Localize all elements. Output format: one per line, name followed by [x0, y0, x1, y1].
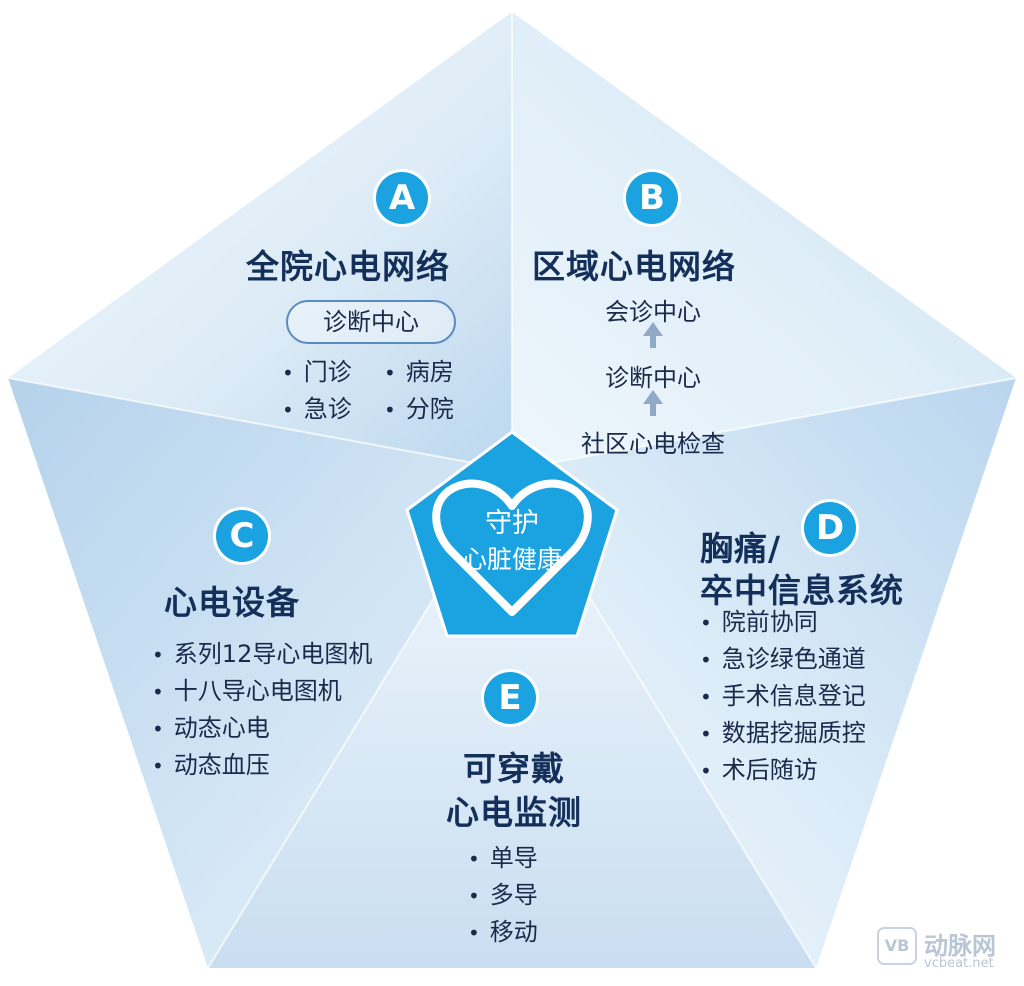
- list-item: 十八导心电图机: [152, 673, 372, 710]
- badge-c: C: [216, 510, 268, 562]
- vb-logo-icon: [877, 927, 917, 965]
- flow-step-1: 会诊中心: [605, 298, 701, 326]
- section-d-title-line-1: 胸痛/: [700, 529, 782, 568]
- list-item: 病房: [384, 354, 454, 391]
- section-d-list: 院前协同 急诊绿色通道 手术信息登记 数据挖掘质控 术后随访: [700, 604, 866, 789]
- watermark-logo: VB: [876, 926, 918, 966]
- flow-step-3: 社区心电检查: [581, 430, 725, 458]
- section-c-title: 心电设备: [164, 583, 300, 622]
- list-item: 急诊: [282, 391, 352, 428]
- section-b-title: 区域心电网络: [532, 247, 736, 286]
- heart-icon: [432, 479, 592, 616]
- list-item: 移动: [468, 914, 538, 951]
- up-arrow-icon: [643, 322, 663, 348]
- up-arrow-icon: [643, 390, 663, 416]
- list-item: 系列12导心电图机: [152, 636, 373, 673]
- list-item: 多导: [468, 877, 538, 914]
- list-item: 院前协同: [700, 604, 866, 641]
- section-a-pill: 诊断中心: [286, 300, 456, 344]
- watermark-site: vcbeat.net: [924, 956, 994, 971]
- list-item: 门诊: [282, 354, 352, 391]
- flow-step-2: 诊断中心: [605, 364, 701, 392]
- badge-e: E: [484, 672, 536, 724]
- list-item: 动态心电: [152, 710, 372, 747]
- badge-d: D: [804, 502, 856, 554]
- center-line-2: 心脏健康: [461, 545, 562, 574]
- badge-b: B: [626, 172, 678, 224]
- watermark-logo-text: VB: [884, 936, 910, 955]
- list-item: 手术信息登记: [700, 678, 866, 715]
- center-line-1: 守护: [485, 508, 539, 539]
- section-e-title-line-2: 心电监测: [446, 793, 582, 832]
- section-a-list-left: 门诊 急诊: [282, 354, 352, 428]
- center-label: 守护 心脏健康: [452, 506, 572, 578]
- section-a-title: 全院心电网络: [246, 247, 450, 286]
- list-item: 急诊绿色通道: [700, 641, 866, 678]
- section-a-list-right: 病房 分院: [384, 354, 454, 428]
- watermark-brand: 动脉网: [924, 932, 996, 960]
- list-item: 术后随访: [700, 752, 866, 789]
- badge-a: A: [376, 172, 428, 224]
- list-item: 分院: [384, 391, 454, 428]
- facet-b: [512, 12, 1016, 470]
- section-e-title-line-1: 可穿戴: [463, 749, 565, 788]
- list-item: 数据挖掘质控: [700, 715, 866, 752]
- list-item: 单导: [468, 840, 538, 877]
- section-c-list: 系列12导心电图机 十八导心电图机 动态心电 动态血压: [152, 636, 373, 784]
- section-e-list: 单导 多导 移动: [468, 840, 538, 951]
- list-item: 动态血压: [152, 747, 372, 784]
